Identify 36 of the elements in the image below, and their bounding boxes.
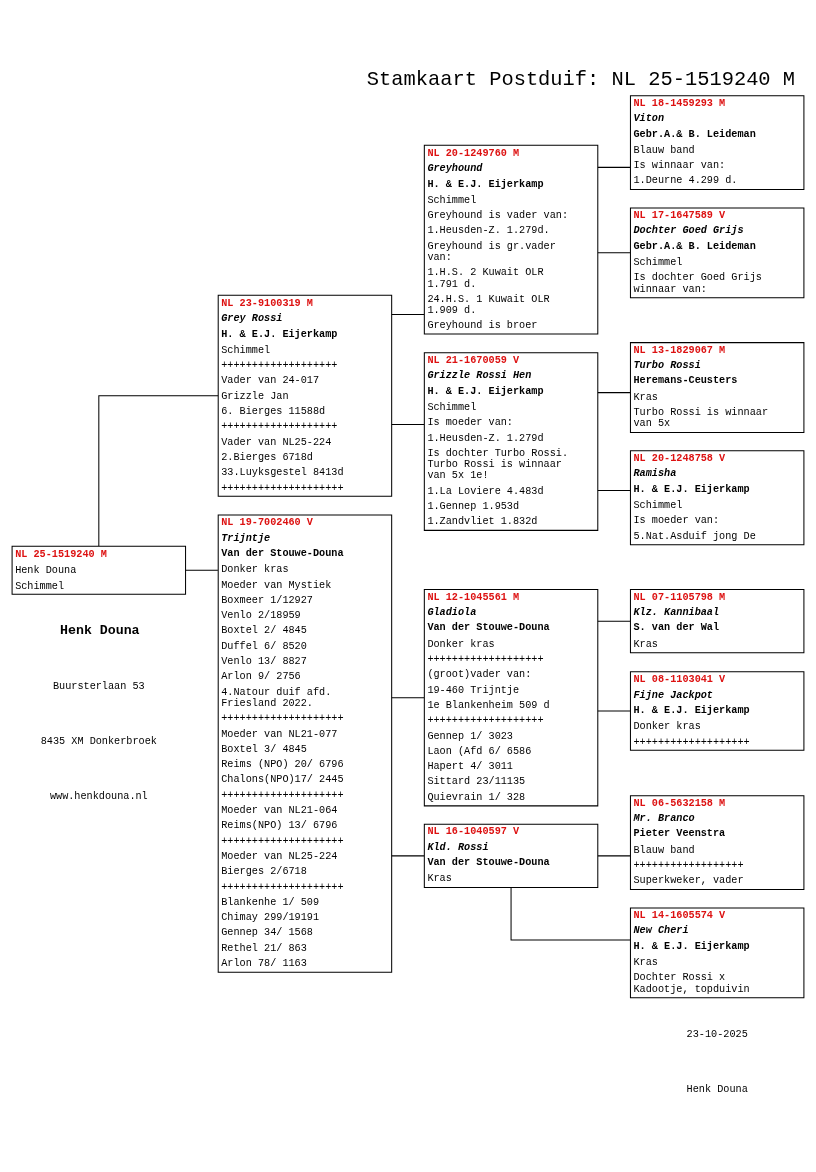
node-box: NL 13-1829067 M Turbo Rossi Heremans-Ceusters Kras Turbo Rossi is winnaar van 5x (629, 341, 805, 433)
node-box: NL 20-1249760 M Greyhound H. & E.J. Eijerkamp Schimmel Greyhound is vader van: 1.Heusden-Z. 1.279d. Greyhound is gr.vader van: 1.H.S. 2 Kuwait OLR 1.791 d. 24.H.S. 1 Kuwait OLR 1.909 d. Greyhound is broer (423, 144, 599, 334)
node-box: NL 21-1670059 V Grizzle Rossi Hen H. & E.J. Eijerkamp Schimmel Is moeder van: 1.Heusden-Z. 1.279d Is dochter Turbo Rossi. Turbo Rossi is winnaar van 5x 1e! 1.La Loviere 4.483d 1.Gennep 1.953d 1.Zandvliet 1.832d (423, 351, 599, 531)
label: 8435 XM Donkerbroek (40, 735, 157, 747)
connector (597, 391, 631, 393)
connector (510, 886, 631, 941)
node-box: NL 12-1045561 M Gladiola Van der Stouwe-Douna Donker kras +++++++++++++++++++ (groot)vader van: 19-460 Trijntje 1e Blankenheim 509 d +++++++++++++++++++ Gennep 1/ 3023 Laon (Afd 6/ 6586 Hapert 4/ 3011 Sittard 23/11135 Quievrain 1/ 328 (423, 588, 599, 806)
node-box: NL 23-9100319 M Grey Rossi H. & E.J. Eijerkamp Schimmel +++++++++++++++++++ Vader van 24-017 Grizzle Jan 6. Bierges 11588d +++++++++++++++++++ Vader van NL25-224 2.Bierges 6718d 33.Luyksgestel 8413d ++++++++++++++++++++ (217, 294, 393, 497)
connector (98, 394, 219, 546)
connector (391, 423, 425, 425)
label: Buursterlaan 53 (52, 680, 145, 692)
node-box: NL 16-1040597 V Kld. Rossi Van der Stouwe-Douna Kras (423, 823, 599, 888)
node-box: NL 08-1103041 V Fijne Jackpot H. & E.J. Eijerkamp Donker kras +++++++++++++++++++ (629, 670, 805, 751)
label: www.henkdouna.nl (49, 790, 148, 802)
node-box: NL 17-1647589 V Dochter Goed Grijs Gebr.A.& B. Leideman Schimmel Is dochter Goed Grijs winnaar van: (629, 206, 805, 298)
connector (597, 854, 631, 856)
label: 23-10-2025 (686, 1028, 748, 1040)
connector (597, 620, 631, 622)
label: Henk Douna (686, 1083, 748, 1095)
connector (391, 313, 425, 315)
node-box: NL 07-1105798 M Klz. Kannibaal S. van der Wal Kras (629, 588, 805, 653)
connector (597, 710, 631, 711)
connector (391, 854, 425, 856)
diagram-title: Stamkaart Postduif: NL 25-1519240 M (366, 67, 796, 91)
node-box: NL 19-7002460 V Trijntje Van der Stouwe-Douna Donker kras Moeder van Mystiek Boxmeer 1/12927 Venlo 2/18959 Boxtel 2/ 4845 Duffel 6/ 8520 Venlo 13/ 8827 Arlon 9/ 2756 4.Natour duif afd. Friesland 2022. ++++++++++++++++++++ Moeder van NL21-077 Boxtel 3/ 4845 Reims (NPO) 20/ 6796 Chalons(NPO)17/ 2445 ++++++++++++++++++++ Moeder van NL21-064 Reims(NPO) 13/ 6796 ++++++++++++++++++++ Moeder van NL25-224 Bierges 2/6718 ++++++++++++++++++++ Blankenhe 1/ 509 Chimay 299/19191 Gennep 34/ 1568 Rethel 21/ 863 Arlon 78/ 1163 (217, 514, 393, 973)
connector (597, 251, 631, 253)
connector (391, 696, 425, 698)
node-box: NL 06-5632158 M Mr. Branco Pieter Veenstra Blauw band ++++++++++++++++++ Superkweker, vader (629, 794, 805, 890)
connector (185, 569, 219, 571)
node-box: NL 18-1459293 M Viton Gebr.A.& B. Leideman Blauw band Is winnaar van: 1.Deurne 4.299 d. (629, 94, 805, 190)
label: Henk Douna (60, 622, 140, 638)
node-box: NL 20-1248758 V Ramisha H. & E.J. Eijerkamp Schimmel Is moeder van: 5.Nat.Asduif jong De (629, 449, 805, 545)
node-box: NL 25-1519240 M Henk Douna Schimmel (11, 545, 187, 595)
connector (597, 166, 631, 168)
node-box: NL 14-1605574 V New Cheri H. & E.J. Eijerkamp Kras Dochter Rossi x Kadootje, topduivin (629, 906, 805, 998)
connector (597, 489, 631, 491)
